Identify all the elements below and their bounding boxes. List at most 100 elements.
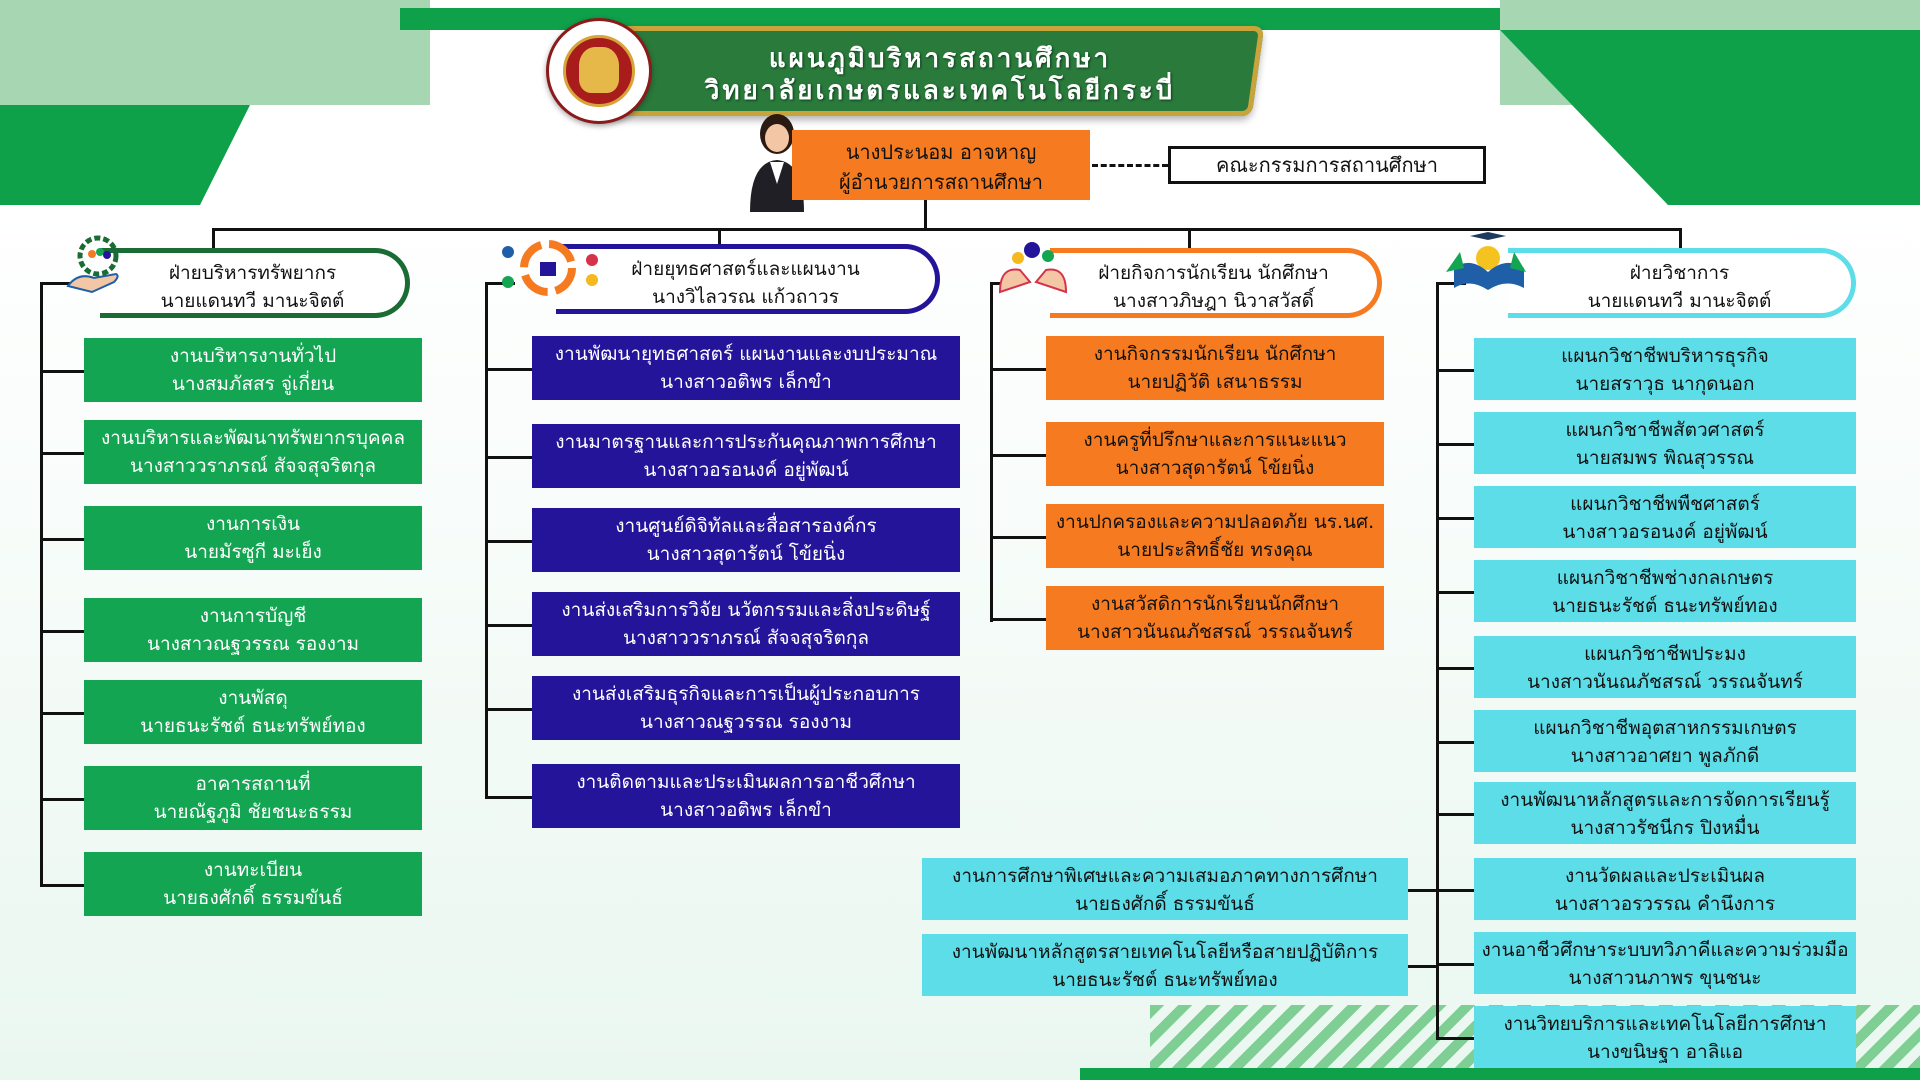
director-position: ผู้อำนวยการสถานศึกษา	[838, 170, 1044, 194]
div4-spine-cap	[1436, 282, 1466, 285]
div4-spine	[1436, 282, 1439, 1038]
unit-person: นายมัรซูกี มะเย็ง	[184, 541, 322, 563]
unit-name: งานการบัญชี	[199, 605, 307, 627]
unit-person: นางสาวณฐวรรณ รองงาม	[146, 633, 360, 655]
caring-hands-icon	[998, 242, 1068, 294]
bg-band-top	[400, 8, 1520, 30]
unit-box-2-5: งานส่งเสริมธุรกิจและการเป็นผู้ประกอบการน…	[532, 676, 960, 740]
director-avatar-icon	[750, 114, 804, 212]
unit-person: นายธงศักดิ์ ธรรมขันธ์	[1075, 893, 1255, 915]
unit-name: งานการเงิน	[205, 513, 301, 535]
unit-connector	[40, 798, 84, 801]
unit-connector	[1436, 443, 1474, 446]
unit-connector	[1436, 741, 1474, 744]
unit-person: นางสาววราภรณ์ สัจจสุจริตกุล	[622, 627, 870, 649]
unit-box-4-5: แผนกวิชาชีพประมงนางสาวนันณภัชสรณ์ วรรณจั…	[1474, 636, 1856, 698]
unit-box-1-7: งานทะเบียนนายธงศักดิ์ ธรรมขันธ์	[84, 852, 422, 916]
unit-person: นางสาวอาศยา พูลภักดี	[1570, 745, 1760, 767]
unit-name: งานครูที่ปรึกษาและการแนะแนว	[1083, 429, 1347, 451]
unit-person: นายธงศักดิ์ ธรรมขันธ์	[163, 887, 343, 909]
unit-connector	[1436, 889, 1474, 892]
unit-connector	[1408, 889, 1436, 892]
division-strategy-title: ฝ่ายยุทธศาสตร์และแผนงาน	[631, 258, 860, 280]
unit-box-3-1: งานกิจกรรมนักเรียน นักศึกษานายปฏิวัติ เส…	[1046, 336, 1384, 400]
unit-name: งานวัดผลและประเมินผล	[1564, 865, 1766, 887]
unit-connector	[40, 712, 84, 715]
side-unit-box-2: งานพัฒนาหลักสูตรสายเทคโนโลยีหรือสายปฏิบั…	[922, 934, 1408, 996]
unit-person: นายประสิทธิ์ชัย ทรงคุณ	[1117, 539, 1313, 561]
unit-name: แผนกวิชาชีพสัตวศาสตร์	[1565, 419, 1765, 441]
unit-name: งานพัสดุ	[218, 687, 288, 709]
unit-name: แผนกวิชาชีพช่างกลเกษตร	[1556, 567, 1774, 589]
division-student-head: นางสาวภิษฎา นิวาสวัสดิ์	[1113, 290, 1314, 312]
unit-box-1-5: งานพัสดุนายธนะรัชต์ ธนะทรัพย์ทอง	[84, 680, 422, 744]
unit-box-1-1: งานบริหารงานทั่วไปนางสมภัสสร จู่เกี่ยน	[84, 338, 422, 402]
unit-connector	[485, 796, 532, 799]
unit-box-4-9: งานอาชีวศึกษาระบบทวิภาคีและความร่วมมือนา…	[1474, 932, 1856, 994]
unit-connector	[485, 456, 532, 459]
unit-name: งานพัฒนาหลักสูตรและการจัดการเรียนรู้	[1500, 789, 1830, 811]
unit-box-3-3: งานปกครองและความปลอดภัย นร.นศ. นายประสิทธ…	[1046, 504, 1384, 568]
unit-connector	[1436, 517, 1474, 520]
drop-div-2	[718, 228, 721, 250]
unit-connector	[485, 368, 532, 371]
side-unit-box-1: งานการศึกษาพิเศษและความเสมอภาคทางการศึกษ…	[922, 858, 1408, 920]
unit-box-2-3: งานศูนย์ดิจิทัลและสื่อสารองค์กรนางสาวสุด…	[532, 508, 960, 572]
unit-name: งานพัฒนาหลักสูตรสายเทคโนโลยีหรือสายปฏิบั…	[951, 941, 1379, 963]
director-stem	[924, 200, 927, 228]
unit-box-4-3: แผนกวิชาชีพพืชศาสตร์นางสาวอรอนงค์ อยู่พั…	[1474, 486, 1856, 548]
unit-name: งานพัฒนายุทธศาสตร์ แผนงานและงบประมาณ	[554, 343, 938, 365]
unit-name: อาคารสถานที่	[195, 773, 311, 795]
division-resource-header: ฝ่ายบริหารทรัพยากร นายแดนทวี มานะจิตต์	[100, 248, 410, 318]
unit-connector	[990, 454, 1046, 457]
unit-connector	[485, 708, 532, 711]
unit-name: งานมาตรฐานและการประกันคุณภาพการศึกษา	[555, 431, 937, 453]
unit-box-2-6: งานติดตามและประเมินผลการอาชีวศึกษานางสาว…	[532, 764, 960, 828]
div1-spine	[40, 282, 43, 884]
div2-spine	[485, 282, 488, 796]
unit-person: นางสาวอติพร เล็กขำ	[660, 799, 832, 821]
unit-person: นางสาวสุดารัตน์ โข้ยนิ่ง	[1115, 457, 1315, 479]
unit-person: นายธนะรัชต์ ธนะทรัพย์ทอง	[1052, 969, 1278, 991]
bg-footer-band	[1080, 1068, 1920, 1080]
unit-name: แผนกวิชาชีพบริหารธุรกิจ	[1561, 345, 1769, 367]
division-strategy-header: ฝ่ายยุทธศาสตร์และแผนงาน นางวิไลวรณ แก้วถ…	[556, 244, 940, 314]
unit-connector	[1436, 369, 1474, 372]
unit-box-3-4: งานสวัสดิการนักเรียนนักศึกษานางสาวนันณภั…	[1046, 586, 1384, 650]
unit-connector	[40, 630, 84, 633]
unit-person: นางสาวณฐวรรณ รองงาม	[639, 711, 853, 733]
board-dashed-connector	[1092, 164, 1168, 167]
unit-name: แผนกวิชาชีพประมง	[1584, 643, 1746, 665]
unit-box-4-10: งานวิทยบริการและเทคโนโลยีการศึกษานางขนิษ…	[1474, 1006, 1856, 1068]
unit-box-1-4: งานการบัญชีนางสาวณฐวรรณ รองงาม	[84, 598, 422, 662]
unit-person: นายธนะรัชต์ ธนะทรัพย์ทอง	[1552, 595, 1778, 617]
unit-connector	[40, 452, 84, 455]
division-academic-header: ฝ่ายวิชาการ นายแดนทวี มานะจิตต์	[1508, 248, 1856, 318]
unit-person: นางสาวสุดารัตน์ โข้ยนิ่ง	[646, 543, 846, 565]
unit-box-2-1: งานพัฒนายุทธศาสตร์ แผนงานและงบประมาณนางส…	[532, 336, 960, 400]
bg-band-green-left	[0, 105, 250, 205]
unit-box-1-6: อาคารสถานที่นายณัฐภูมิ ชัยชนะธรรม	[84, 766, 422, 830]
unit-person: นางสาววราภรณ์ สัจจสุจริตกุล	[129, 455, 377, 477]
unit-name: งานปกครองและความปลอดภัย นร.นศ.	[1055, 511, 1375, 533]
unit-person: นางสาวอรอนงค์ อยู่พัฒน์	[1562, 521, 1768, 543]
unit-box-4-1: แผนกวิชาชีพบริหารธุรกิจนายสราวุธ นากุดนอ…	[1474, 338, 1856, 400]
bg-band-green-right	[1500, 30, 1920, 205]
board-box: คณะกรรมการสถานศึกษา	[1168, 146, 1486, 184]
unit-name: งานกิจกรรมนักเรียน นักศึกษา	[1093, 343, 1337, 365]
unit-box-4-7: งานพัฒนาหลักสูตรและการจัดการเรียนรู้นางส…	[1474, 782, 1856, 844]
strategy-cycle-icon	[502, 240, 598, 296]
division-academic-head: นายแดนทวี มานะจิตต์	[1587, 290, 1772, 312]
unit-name: งานบริหารและพัฒนาทรัพยากรบุคคล	[101, 427, 405, 449]
unit-connector	[485, 540, 532, 543]
unit-person: นางสาวนันณภัชสรณ์ วรรณจันทร์	[1527, 671, 1803, 693]
unit-connector	[485, 624, 532, 627]
unit-name: งานศูนย์ดิจิทัลและสื่อสารองค์กร	[615, 515, 877, 537]
unit-connector	[990, 368, 1046, 371]
drop-div-3	[1188, 228, 1191, 250]
unit-box-2-4: งานส่งเสริมการวิจัย นวัตกรรมและสิ่งประดิ…	[532, 592, 960, 656]
unit-person: นางสาวอรวรรณ คำนึงการ	[1554, 893, 1776, 915]
div1-spine-cap	[40, 282, 80, 285]
division-resource-head: นายแดนทวี มานะจิตต์	[160, 290, 345, 312]
unit-person: นางสาวรัชนีกร ปิงหมื่น	[1570, 817, 1760, 839]
